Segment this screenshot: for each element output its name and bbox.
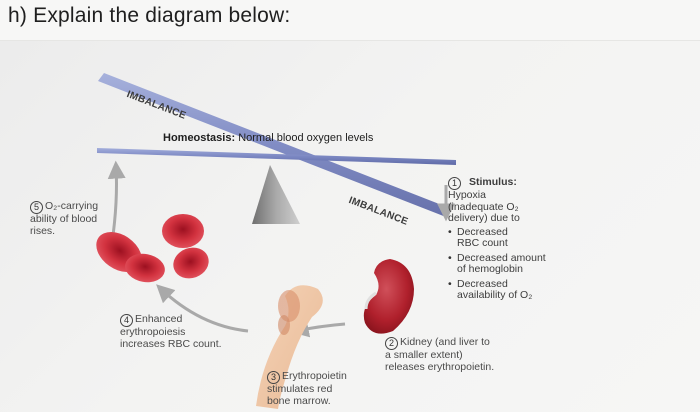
diagram-graphics — [96, 73, 456, 409]
step3-line: stimulates red — [267, 383, 333, 395]
step1-line: (inadequate O₂ — [448, 200, 519, 213]
homeostasis-label-bold: Homeostasis: — [163, 132, 236, 144]
step2-line: Kidney (and liver to — [400, 336, 490, 348]
step4-number-badge: 4 — [120, 314, 133, 327]
step2-line: releases erythropoietin. — [385, 360, 495, 373]
homeostasis-label-text: Normal blood oxygen levels — [238, 132, 374, 144]
step5-line: O₂-carrying — [45, 200, 99, 212]
step1-line: Hypoxia — [448, 189, 486, 201]
step5-line: ability of blood — [30, 213, 98, 225]
bullet-line: availability of O₂ — [457, 289, 533, 301]
step1-heading: Stimulus: — [469, 176, 517, 188]
step1-number-badge: 1 — [448, 177, 461, 190]
step4-line: Enhanced — [135, 313, 183, 325]
step1-line: delivery) due to — [448, 212, 520, 224]
question-title: h) Explain the diagram below: — [8, 4, 291, 27]
homeostasis-diagram: IMBALANCE Homeostasis: Normal blood oxyg… — [0, 41, 700, 412]
step4-line: erythropoiesis — [120, 326, 186, 338]
bullet-line: RBC count — [457, 237, 508, 249]
step3-line: Erythropoietin — [282, 370, 347, 382]
arrow-bone-to-rbc — [156, 284, 249, 333]
bullet-line: Decreased — [457, 277, 508, 290]
step2-number-badge: 2 — [385, 337, 398, 350]
homeostasis-label: Homeostasis: Normal blood oxygen levels — [163, 132, 374, 145]
bullet-line: Decreased — [457, 225, 508, 238]
step5-number-badge: 5 — [30, 201, 43, 214]
fulcrum — [252, 165, 300, 224]
step3-number-badge: 3 — [267, 371, 280, 384]
imbalance-beam — [98, 73, 452, 217]
question-header: h) Explain the diagram below: — [0, 0, 700, 41]
red-blood-cells — [96, 214, 209, 283]
bullet-line: Decreased amount — [457, 251, 546, 264]
kidney-illustration — [363, 259, 414, 334]
step2-line: a smaller extent) — [385, 349, 463, 361]
bullet-line: of hemoglobin — [457, 263, 523, 275]
step1-stimulus-text: 1 Stimulus: Hypoxia (inadequate O₂ delive… — [448, 176, 583, 302]
homeostasis-beam — [97, 148, 456, 165]
step5-line: rises. — [30, 224, 56, 237]
step3-line: bone marrow. — [267, 394, 331, 407]
step4-line: increases RBC count. — [120, 337, 222, 350]
